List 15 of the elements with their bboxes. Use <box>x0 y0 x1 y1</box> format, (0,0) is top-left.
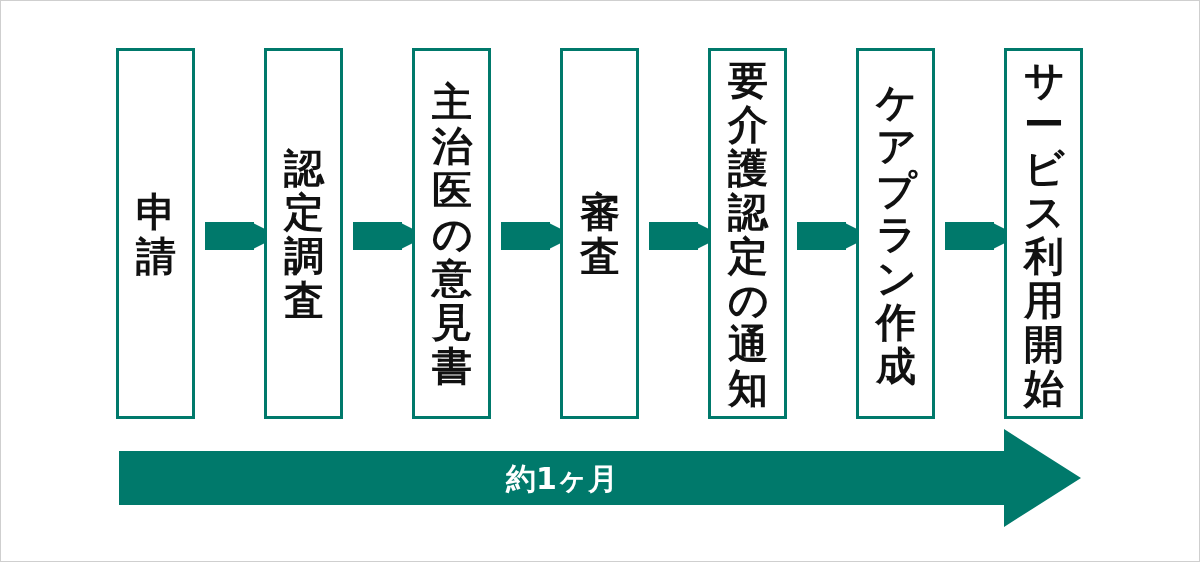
process-box <box>560 48 639 419</box>
step-label: 審査 <box>579 189 620 278</box>
process-box <box>412 48 491 419</box>
duration-label: 約1ヶ月 <box>506 460 618 498</box>
process-box <box>264 48 343 419</box>
step-label: 主治医の意見書 <box>431 79 472 388</box>
step-label: ケアプラン作成 <box>875 79 916 388</box>
step-label: 要介護認定の通知 <box>727 57 768 410</box>
step-label: 申請 <box>135 189 176 278</box>
process-box <box>1004 48 1083 419</box>
process-box <box>708 48 787 419</box>
process-box <box>116 48 195 419</box>
process-box <box>856 48 935 419</box>
step-label: 認定調査 <box>283 145 324 322</box>
step-label: サービス利用開始 <box>1023 57 1064 410</box>
